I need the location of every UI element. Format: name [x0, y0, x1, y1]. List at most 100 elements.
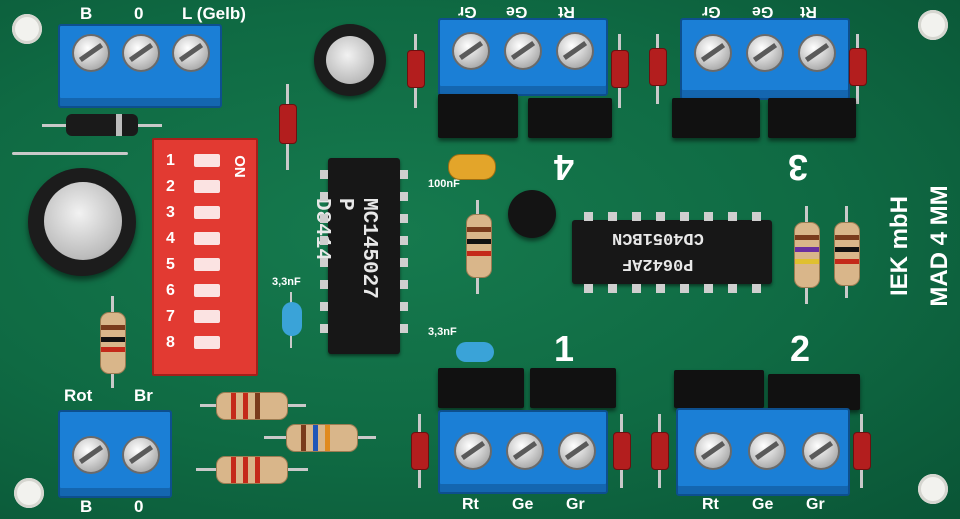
label-1-ge: Ge	[512, 496, 534, 513]
ic-pin	[400, 236, 408, 245]
dip-toggle[interactable]	[194, 284, 220, 297]
ceramic-capacitor-33nf-a	[282, 302, 302, 336]
ic-pin	[584, 212, 593, 221]
dip-number: 8	[166, 334, 175, 351]
label-rot: Rot	[64, 386, 93, 405]
transistor-3a	[672, 98, 760, 138]
terminal-block-out1	[438, 410, 608, 494]
diode-4b	[611, 50, 629, 88]
diode-4a	[407, 50, 425, 88]
terminal-block-out2	[676, 408, 850, 496]
screw-out3-gr[interactable]	[694, 34, 732, 72]
ic-pin	[704, 212, 713, 221]
ic-pin	[752, 212, 761, 221]
resistor-center	[466, 214, 492, 278]
screw-terminal-0[interactable]	[122, 34, 160, 72]
ic-pin	[320, 302, 328, 311]
screw-terminal-b[interactable]	[72, 34, 110, 72]
diode-3b	[849, 48, 867, 86]
mc-line2: P D8414	[310, 198, 356, 262]
dip-toggle[interactable]	[194, 154, 220, 167]
screw-terminal-l[interactable]	[172, 34, 210, 72]
ic-pin	[608, 284, 617, 293]
label-2-gr: Gr	[806, 496, 825, 513]
ic-pin	[400, 214, 408, 223]
mounting-hole-top-left	[12, 14, 42, 44]
label-33nf-center: 3,3nF	[428, 326, 457, 338]
ic-pin	[400, 280, 408, 289]
diode-3a	[649, 48, 667, 86]
ic-pin	[320, 280, 328, 289]
dip-number: 6	[166, 282, 175, 299]
ic-mc145027: MC145027 P D8414	[310, 158, 400, 354]
label-b-bottom: B	[80, 497, 93, 516]
transistor-2b	[768, 374, 860, 410]
dip-on-label: ON	[230, 155, 248, 178]
dip-toggle[interactable]	[194, 336, 220, 349]
mc-line1: MC145027	[357, 198, 380, 299]
ic-pin	[632, 212, 641, 221]
diode-vertical-1	[279, 104, 297, 144]
diode-band	[116, 114, 122, 136]
transistor-3b	[768, 98, 856, 138]
ic-pin	[632, 284, 641, 293]
dip-toggle[interactable]	[194, 258, 220, 271]
board-model: MAD 4 MM	[926, 185, 953, 307]
electrolytic-capacitor-small	[314, 24, 386, 96]
dip-number: 5	[166, 256, 175, 273]
transistor-1b	[530, 368, 616, 408]
ic-pin	[400, 302, 408, 311]
label-33nf-left: 3,3nF	[272, 276, 301, 288]
label-2-ge: Ge	[752, 496, 774, 513]
terminal-block-out3	[680, 18, 850, 100]
screw-out1-gr[interactable]	[558, 432, 596, 470]
transistor-1a	[438, 368, 524, 408]
diode-2a	[651, 432, 669, 470]
label-br: Br	[134, 386, 153, 405]
label-1-rt: Rt	[462, 496, 479, 513]
screw-out3-ge[interactable]	[746, 34, 784, 72]
resistor-h3	[216, 456, 288, 484]
transistor-4a	[438, 94, 518, 138]
diode-2b	[853, 432, 871, 470]
dip-toggle[interactable]	[194, 310, 220, 323]
ic-pin	[320, 214, 328, 223]
mounting-hole-bottom-right	[918, 474, 948, 504]
screw-terminal-rot[interactable]	[72, 436, 110, 474]
resistor-h2	[286, 424, 358, 452]
ic-pin	[680, 284, 689, 293]
ic-pin	[400, 170, 408, 179]
dip-number: 4	[166, 230, 175, 247]
screw-out3-rt[interactable]	[798, 34, 836, 72]
ic-pin	[320, 192, 328, 201]
label-100nf: 100nF	[428, 178, 460, 190]
channel-4: 4	[554, 147, 575, 188]
screw-out1-ge[interactable]	[506, 432, 544, 470]
screw-out2-gr[interactable]	[802, 432, 840, 470]
screw-out2-ge[interactable]	[748, 432, 786, 470]
ic-pin	[320, 170, 328, 179]
dip-number: 1	[166, 152, 175, 169]
dip-toggle[interactable]	[194, 180, 220, 193]
screw-out4-gr[interactable]	[452, 32, 490, 70]
dip-number: 7	[166, 308, 175, 325]
ceramic-capacitor-100nf	[448, 154, 496, 180]
ic-pin	[680, 212, 689, 221]
label-0-top: 0	[134, 4, 144, 23]
screw-out2-rt[interactable]	[694, 432, 732, 470]
dip-toggle[interactable]	[194, 232, 220, 245]
screw-out1-rt[interactable]	[454, 432, 492, 470]
capacitor-top	[44, 182, 122, 260]
diode-1b	[613, 432, 631, 470]
screw-terminal-br[interactable]	[122, 436, 160, 474]
board-title: IEK mbH	[886, 196, 913, 297]
terminal-block-power	[58, 24, 222, 108]
ic-pin	[752, 284, 761, 293]
screw-out4-rt[interactable]	[556, 32, 594, 70]
dip-toggle[interactable]	[194, 206, 220, 219]
screw-out4-ge[interactable]	[504, 32, 542, 70]
capacitor-top-small	[326, 36, 374, 84]
ic-pin	[320, 324, 328, 333]
